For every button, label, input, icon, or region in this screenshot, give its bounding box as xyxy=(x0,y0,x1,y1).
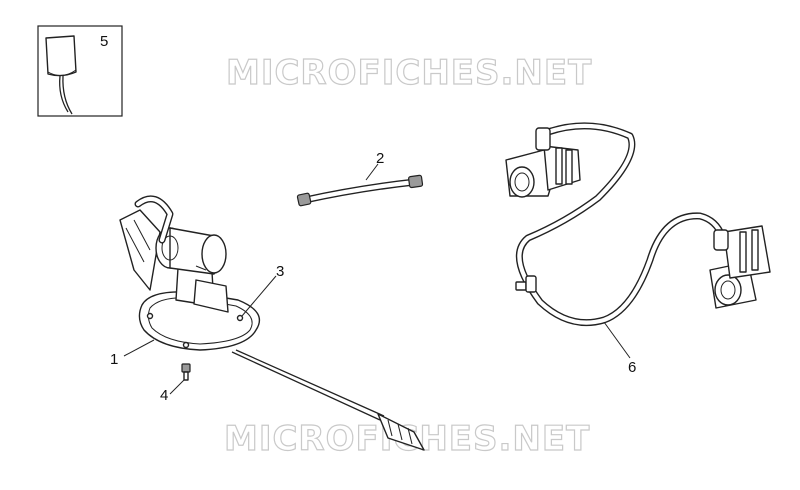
callout-6: 6 xyxy=(628,359,636,376)
callout-5: 5 xyxy=(100,33,108,50)
lower-throttle-body xyxy=(709,225,771,309)
part-1-fuel-pump: 1 xyxy=(110,195,425,451)
part-2-hose: 2 xyxy=(296,150,424,207)
part-5-inset: 5 xyxy=(37,25,123,117)
callout-4: 4 xyxy=(160,387,168,404)
part-4-screw: 4 xyxy=(160,363,191,404)
callout-2: 2 xyxy=(376,150,384,167)
part-5-capacitor xyxy=(45,35,77,115)
part-6-hose-assembly: 6 xyxy=(505,122,771,376)
part-3-gasket: 3 xyxy=(241,263,284,317)
watermark-top: MICROFICHES.NET xyxy=(226,53,592,93)
upper-throttle-body xyxy=(505,127,581,198)
callout-3: 3 xyxy=(276,263,284,280)
callout-1: 1 xyxy=(110,351,118,368)
